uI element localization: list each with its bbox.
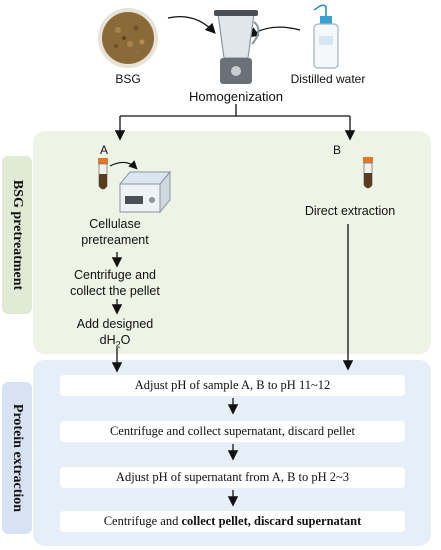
add-designed-text: Add designed: [76, 317, 154, 331]
distilled-water-label: Distilled water: [290, 72, 366, 86]
bsg-bowl-icon: [98, 8, 158, 68]
centrifuge-pellet-label: Centrifuge and collect the pellet: [70, 268, 160, 298]
bsg-to-blender-arrow: [167, 15, 216, 34]
step-centrifuge-supernatant: Centrifuge and collect supernatant, disc…: [60, 421, 405, 442]
blender-icon: [214, 10, 260, 84]
tube-a-icon: [98, 158, 108, 190]
bsg-label: BSG: [115, 72, 141, 86]
step-adjust-ph-acidic: Adjust pH of supernatant from A, B to pH…: [60, 467, 405, 488]
homogenization-label: Homogenization: [189, 89, 283, 104]
extraction-section-tab: Protein extraction: [2, 382, 32, 534]
water-bath-icon: [118, 170, 172, 214]
pretreatment-section-tab: BSG pretreatment: [2, 156, 32, 314]
direct-extraction-label: Direct extraction: [304, 204, 396, 218]
branch-b-letter: B: [333, 143, 342, 157]
water-to-blender-arrow: [247, 26, 301, 38]
step-collect-pellet-plain: Centrifuge and: [103, 514, 182, 528]
step-adjust-ph-alkaline: Adjust pH of sample A, B to pH 11~12: [60, 375, 405, 396]
branch-a-letter: A: [100, 143, 109, 157]
water-bottle-icon: [313, 4, 339, 69]
step-collect-pellet-bold: collect pellet, discard supernatant: [181, 514, 362, 528]
tube-b-icon: [363, 157, 373, 189]
cellulase-pretreatment-label: Cellulase pretreament: [81, 217, 149, 247]
add-water-label: Add designed dH2O: [55, 316, 175, 353]
step-collect-pellet: Centrifuge and collect pellet, discard s…: [60, 511, 405, 532]
dh2o-text: dH2O: [99, 333, 131, 350]
